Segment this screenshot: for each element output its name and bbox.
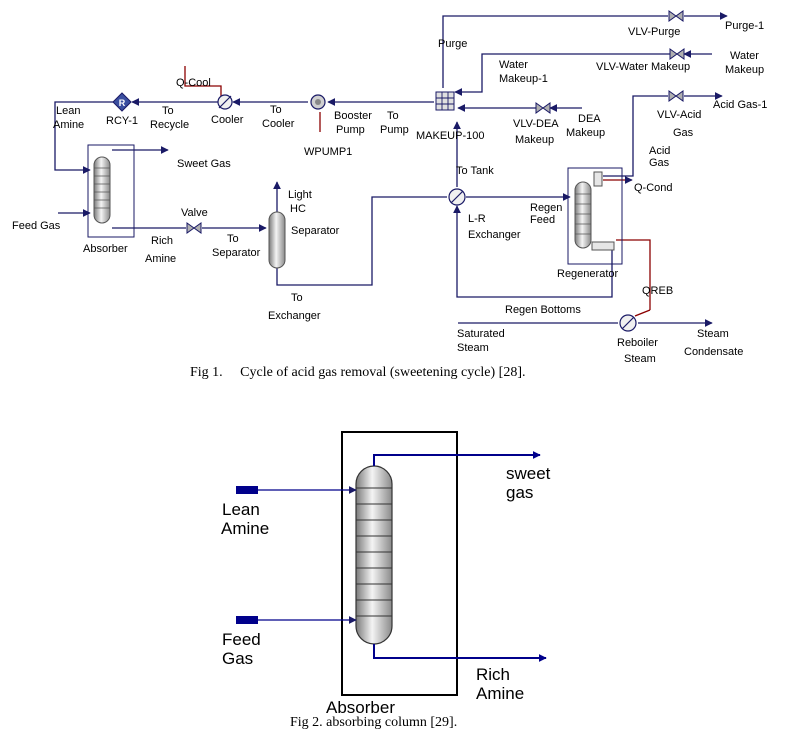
stream-water-makeup-1 (454, 53, 670, 96)
label-qreb: QREB (642, 285, 673, 297)
label-vlv-purge: VLV-Purge (628, 26, 680, 38)
absorber-column-icon (355, 465, 393, 645)
vlv-acid-gas-icon (668, 90, 684, 102)
label-purge: Purge (438, 38, 467, 50)
label-valve: Valve (181, 207, 208, 219)
label-rcy-1: RCY-1 (106, 115, 138, 127)
makeup-100-mixer-icon (435, 91, 455, 111)
stream-lean-amine (54, 101, 113, 174)
absorber-frame (341, 431, 458, 696)
label-separator: Separator (291, 225, 340, 237)
energy-qreb-link (634, 309, 651, 317)
pipe-rich-amine (373, 644, 547, 662)
fig2-caption: Fig 2. absorbing column [29]. (290, 715, 457, 730)
energy-qreb (616, 239, 651, 310)
label-acid-gas-1: Acid Gas-1 (713, 99, 767, 111)
rich-amine-valve-icon (186, 222, 202, 234)
label-cooler: Cooler (211, 114, 244, 126)
label-feed-gas: Feed Gas (12, 220, 61, 232)
valve-icons (186, 10, 685, 234)
label-q-cond: Q-Cond (634, 182, 673, 194)
cooler-icon (217, 94, 233, 110)
label-to-tank: To Tank (456, 165, 494, 177)
pipe-sweet-gas (373, 451, 541, 466)
stream-acid-gas (603, 95, 668, 177)
absorber-unit (87, 144, 135, 238)
fig1-caption: Fig 1. Cycle of acid gas removal (sweete… (190, 365, 526, 380)
label-purge-1: Purge-1 (725, 20, 764, 32)
label-absorber: Absorber (83, 243, 128, 255)
label-regen-bottoms: Regen Bottoms (505, 304, 581, 316)
regenerator-unit (567, 167, 623, 265)
label-q-cool: Q-Cool (176, 77, 211, 89)
stream-purge-1 (442, 15, 668, 88)
label-absorber-2: Absorber (326, 698, 395, 717)
separator-vessel (268, 211, 286, 269)
vlv-purge-icon (668, 10, 684, 22)
vlv-dea-icon (535, 102, 551, 114)
label-regenerator: Regenerator (557, 268, 618, 280)
rcy-1-recycle-block: R (112, 92, 132, 112)
vlv-water-makeup-icon (669, 48, 685, 60)
label-makeup-100: MAKEUP-100 (416, 130, 484, 142)
label-vlv-dea: VLV-DEA (513, 118, 559, 130)
label-makeup-small: Makeup (515, 134, 554, 146)
label-sweet-gas: Sweet Gas (177, 158, 231, 170)
stream-to-exchanger (276, 196, 447, 286)
svg-text:R: R (119, 98, 126, 108)
booster-pump-icon (310, 94, 326, 110)
label-vlv-water-makeup: VLV-Water Makeup (596, 61, 690, 73)
reboiler-steam-icon (619, 314, 637, 332)
label-wpump1: WPUMP1 (304, 146, 352, 158)
stream-regen-bottoms (453, 205, 613, 298)
fig1-process-flow-diagram: R (12, 10, 767, 380)
energy-q-cool (184, 66, 222, 96)
lr-exchanger-icon (448, 188, 466, 206)
